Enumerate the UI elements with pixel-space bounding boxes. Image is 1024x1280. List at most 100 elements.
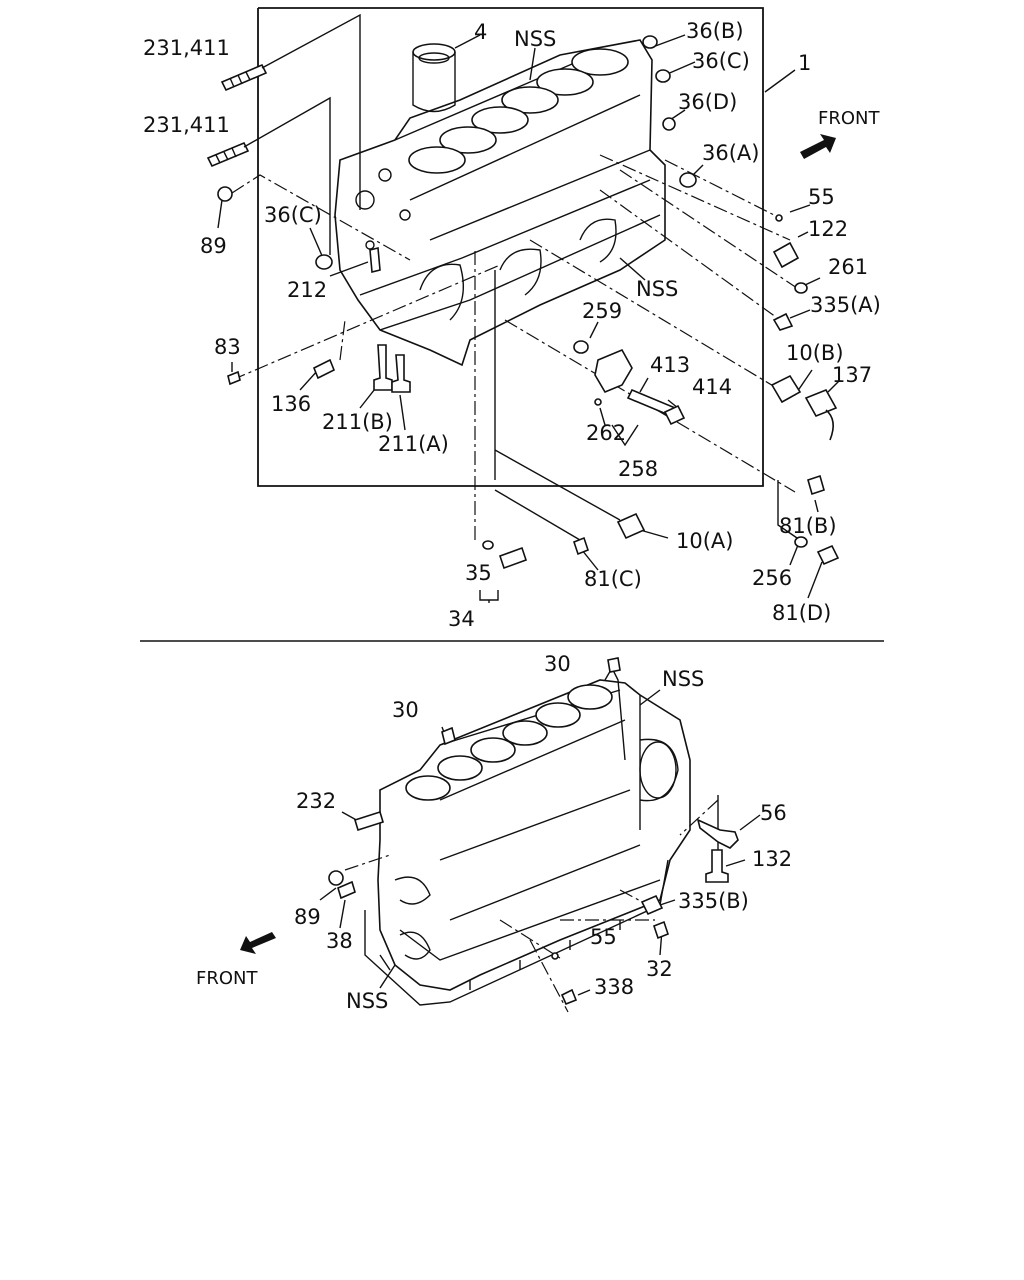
stud-232	[354, 810, 384, 832]
callout-259: 259	[582, 299, 622, 323]
callout-335b: 335(B)	[678, 889, 749, 913]
callout-35: 35	[465, 561, 492, 585]
connector-34	[498, 546, 528, 570]
top-assembly	[206, 7, 841, 603]
callout-132: 132	[752, 847, 792, 871]
callout-262: 262	[586, 421, 626, 445]
oring-35	[482, 540, 494, 550]
callout-231-411-b: 231,411	[143, 113, 230, 137]
plug-89-bottom	[328, 870, 344, 886]
ball-262	[594, 398, 602, 406]
assembly-frame	[257, 7, 764, 487]
front-label-bottom: FRONT	[196, 968, 258, 989]
plug-81b	[807, 474, 825, 496]
callout-56: 56	[760, 801, 787, 825]
bolt-132	[705, 849, 729, 883]
oring-259	[573, 340, 589, 354]
callout-335a: 335(A)	[810, 293, 881, 317]
callout-211b: 211(B)	[322, 410, 393, 434]
washer-261	[794, 282, 808, 294]
bracket-56	[696, 818, 739, 849]
front-label-top: FRONT	[818, 108, 880, 129]
pin-83	[227, 370, 241, 386]
callout-nss-bottom: NSS	[346, 989, 388, 1013]
plug-36b	[642, 35, 658, 49]
stud-231-upper	[220, 63, 268, 92]
bolt-211b	[373, 344, 393, 391]
ball-55-top	[775, 214, 783, 222]
callout-1: 1	[798, 51, 811, 75]
callout-413: 413	[650, 353, 690, 377]
callout-nss-mid: NSS	[636, 277, 678, 301]
plug-10a	[616, 512, 646, 540]
arrow-northeast-icon	[800, 134, 836, 159]
callout-122: 122	[808, 217, 848, 241]
callout-55-top: 55	[808, 185, 835, 209]
callout-137: 137	[832, 363, 872, 387]
callout-4: 4	[474, 20, 487, 44]
bottom-assembly	[240, 657, 761, 1013]
callout-nss-top: NSS	[514, 27, 556, 51]
callout-38: 38	[326, 929, 353, 953]
dowel-212	[369, 246, 381, 274]
bolt-211a	[391, 354, 411, 393]
plug-36c-right	[655, 69, 671, 83]
callout-83: 83	[214, 335, 241, 359]
callout-256: 256	[752, 566, 792, 590]
callout-136: 136	[271, 392, 311, 416]
callout-30-left: 30	[392, 698, 419, 722]
callout-89-bottom: 89	[294, 905, 321, 929]
callout-212: 212	[287, 278, 327, 302]
callout-30-right: 30	[544, 652, 571, 676]
cylinder-liner	[412, 43, 456, 113]
callout-232: 232	[296, 789, 336, 813]
plug-81c	[573, 536, 589, 556]
callout-36b: 36(B)	[686, 19, 744, 43]
plug-10b	[770, 374, 802, 404]
plug-36a	[679, 172, 697, 188]
cylinder-block-top	[334, 39, 666, 367]
callout-10b: 10(B)	[786, 341, 844, 365]
plug-81d	[816, 544, 840, 566]
callout-nss-bottom-top: NSS	[662, 667, 704, 691]
callout-36c-right: 36(C)	[692, 49, 750, 73]
callout-231-411-a: 231,411	[143, 36, 230, 60]
plug-30-right	[607, 657, 621, 673]
callout-211a: 211(A)	[378, 432, 449, 456]
washer-256	[794, 536, 808, 548]
callout-10a: 10(A)	[676, 529, 733, 553]
arrow-southwest-icon	[240, 932, 276, 954]
stud-231-lower	[206, 141, 250, 168]
washer-414	[663, 404, 686, 426]
callout-34: 34	[448, 607, 475, 631]
callout-261: 261	[828, 255, 868, 279]
ball-55-bottom	[551, 952, 559, 960]
callout-36d: 36(D)	[678, 90, 737, 114]
cylinder-block-bottom	[364, 679, 691, 1006]
oil-jet-258	[594, 348, 633, 394]
plug-335a	[772, 312, 794, 331]
callout-258: 258	[618, 457, 658, 481]
plug-30-left	[441, 726, 456, 746]
pin-38	[337, 880, 356, 900]
callout-36a: 36(A)	[702, 141, 759, 165]
plug-89-top	[217, 186, 233, 202]
callout-81b: 81(B)	[779, 514, 837, 538]
plug-338	[560, 988, 578, 1006]
callout-55-bottom: 55	[590, 925, 617, 949]
callout-81d: 81(D)	[772, 601, 831, 625]
plug-36d	[662, 117, 676, 131]
callout-81c: 81(C)	[584, 567, 642, 591]
callout-36c-left: 36(C)	[264, 203, 322, 227]
pin-136	[312, 358, 336, 380]
callout-414: 414	[692, 375, 732, 399]
callout-32: 32	[646, 957, 673, 981]
plug-122	[772, 241, 800, 269]
plug-32	[653, 920, 669, 940]
callout-338: 338	[594, 975, 634, 999]
plug-335b	[640, 894, 664, 916]
sensor-137	[804, 388, 838, 441]
callout-89-top: 89	[200, 234, 227, 258]
plug-36c-left	[315, 254, 333, 270]
